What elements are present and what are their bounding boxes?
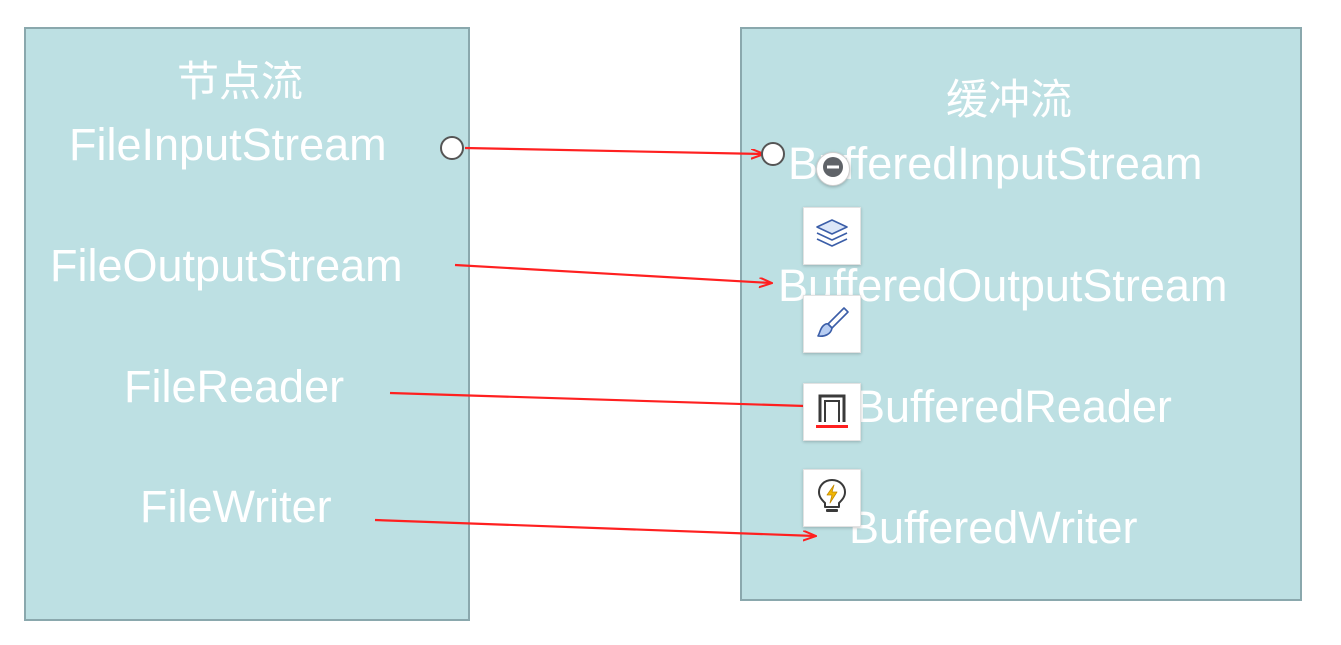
arrow-input-stream[interactable] <box>464 146 763 154</box>
minus-circle-icon <box>822 156 844 183</box>
file-output-stream-label: FileOutputStream <box>50 240 403 291</box>
brush-button[interactable] <box>803 295 861 353</box>
frame-style-button[interactable] <box>803 383 861 441</box>
brush-icon <box>812 302 852 347</box>
file-writer-label: FileWriter <box>140 481 332 532</box>
layers-button[interactable] <box>803 207 861 265</box>
buffered-stream-title: 缓冲流 <box>946 75 1073 124</box>
file-input-stream-label: FileInputStream <box>69 119 387 170</box>
lightbulb-bolt-icon <box>812 476 852 521</box>
buffered-writer-label: BufferedWriter <box>849 502 1138 553</box>
frame-underline-icon <box>812 390 852 435</box>
buffered-input-stream-label: BufferedInputStream <box>788 138 1203 189</box>
buffered-reader-label: BufferedReader <box>855 381 1172 432</box>
arrow-output-stream[interactable] <box>454 263 771 283</box>
node-stream-title: 节点流 <box>177 57 304 106</box>
file-reader-label: FileReader <box>124 361 345 412</box>
collapse-button[interactable] <box>816 152 850 186</box>
ideas-button[interactable] <box>803 469 861 527</box>
layers-icon <box>812 214 852 259</box>
